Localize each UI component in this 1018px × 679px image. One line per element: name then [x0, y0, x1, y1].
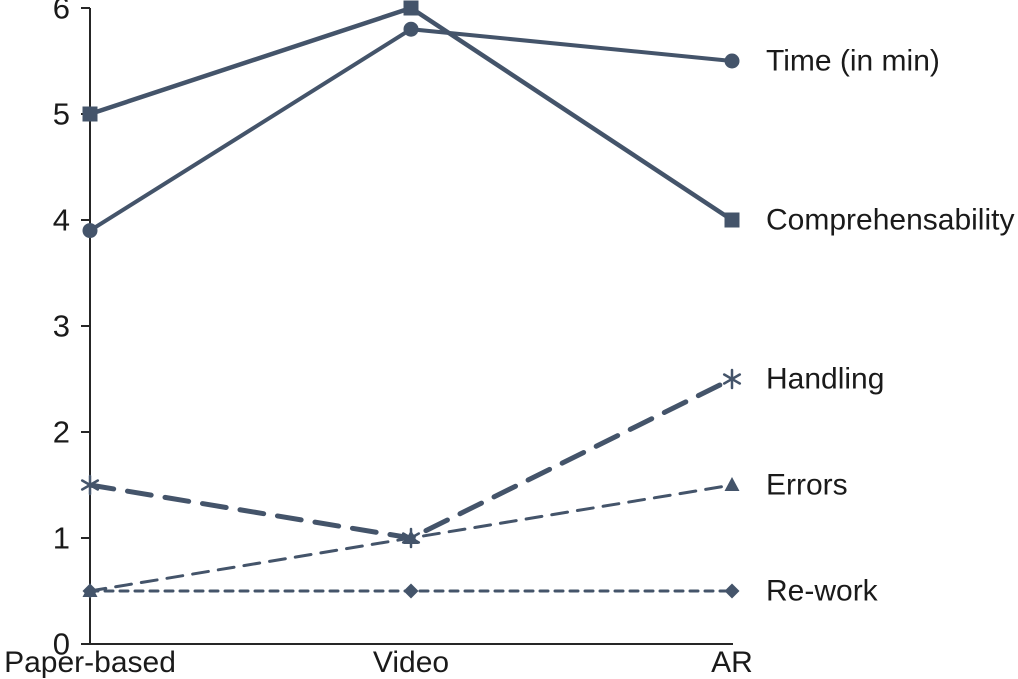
y-tick-label: 0 [53, 627, 70, 662]
marker-square-comprehensability [82, 106, 98, 122]
marker-triangle-errors [403, 530, 419, 544]
legend-label-re-work: Re-work [766, 575, 879, 608]
marker-circle-time-in-min [82, 223, 98, 239]
legend-label-handling: Handling [766, 363, 884, 396]
series-errors: Errors [82, 469, 848, 597]
marker-circle-time-in-min [403, 21, 419, 37]
x-category-label-paper-based: Paper-based [4, 646, 176, 679]
legend-label-errors: Errors [766, 469, 848, 502]
legend-label-time-in-min: Time (in min) [766, 45, 940, 78]
y-tick-label: 6 [53, 0, 70, 26]
marker-asterisk-handling [80, 474, 100, 496]
legend-label-comprehensability: Comprehensability [766, 204, 1014, 237]
x-category-label-video: Video [373, 646, 449, 679]
series-line-time-in-min [88, 27, 734, 233]
series-comprehensability: Comprehensability [82, 0, 1014, 237]
marker-diamond-re-work [82, 583, 98, 599]
series-handling: Handling [80, 363, 884, 549]
series-line-comprehensability [87, 5, 735, 223]
marker-diamond-re-work [403, 583, 419, 599]
series-time-in-min: Time (in min) [82, 21, 940, 239]
x-category-label-ar: AR [711, 646, 753, 679]
series-line-handling [87, 376, 735, 541]
marker-circle-time-in-min [724, 53, 740, 69]
y-tick-label: 4 [53, 203, 70, 238]
marker-square-comprehensability [724, 212, 740, 228]
series-re-work: Re-work [82, 575, 879, 608]
marker-asterisk-handling [722, 368, 742, 390]
y-tick-label: 5 [53, 97, 70, 132]
marker-triangle-errors [724, 477, 740, 491]
y-tick-label: 2 [53, 415, 70, 450]
marker-diamond-re-work [724, 583, 740, 599]
y-tick-label: 1 [53, 521, 70, 556]
marker-square-comprehensability [403, 0, 419, 16]
y-tick-label: 3 [53, 309, 70, 344]
